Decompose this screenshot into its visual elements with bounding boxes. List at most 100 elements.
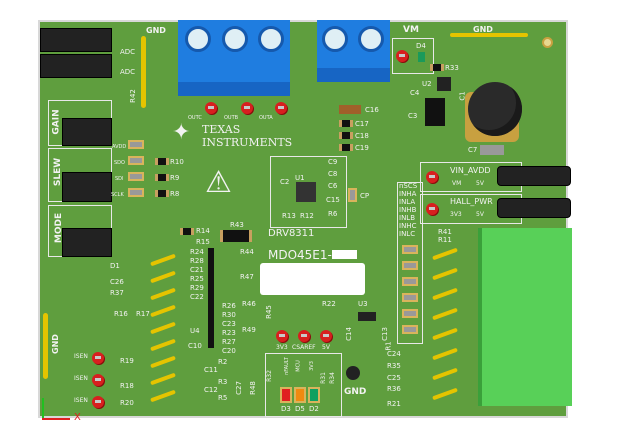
screw-icon: [258, 26, 284, 52]
label-r26: R26: [222, 302, 236, 310]
test-pad[interactable]: [402, 261, 418, 270]
label-c14: C14: [344, 327, 353, 341]
label-c13: C13: [380, 327, 389, 341]
label-gnd-top: GND: [146, 26, 166, 35]
label-r28: R28: [190, 257, 204, 265]
label-r13: R13: [282, 212, 296, 220]
label-sdo: SDO: [114, 160, 125, 166]
label-u2: U2: [422, 80, 432, 88]
test-pad-sdo[interactable]: [128, 156, 144, 165]
label-r46: R46: [242, 300, 256, 308]
label-led-3v3: 3V3: [308, 361, 315, 371]
label-r5: R5: [218, 394, 228, 402]
test-point-csaref[interactable]: [298, 330, 310, 342]
led-d5: [294, 387, 306, 403]
test-pad-sdi[interactable]: [128, 172, 144, 181]
label-c19: C19: [355, 144, 369, 152]
test-pad[interactable]: [402, 293, 418, 302]
gnd-wire-power: [450, 33, 528, 37]
label-r2: R2: [218, 358, 228, 366]
jumper-gain[interactable]: [62, 118, 112, 146]
test-point-vm[interactable]: [396, 50, 408, 62]
test-point-outc[interactable]: [205, 102, 217, 114]
input-inlb: INLB: [399, 214, 416, 222]
resistor-r10: [155, 158, 169, 165]
label-r1: R1: [384, 341, 393, 351]
test-point-isen-2[interactable]: [92, 374, 104, 386]
label-r35: R35: [387, 362, 401, 370]
input-inlc: INLC: [399, 230, 416, 238]
test-point-outa[interactable]: [275, 102, 287, 114]
label-c11: C11: [204, 366, 218, 374]
screw-icon: [358, 26, 384, 52]
vin-avdd-option-b: 5V: [476, 180, 484, 187]
screw-icon: [185, 26, 211, 52]
label-outc: OUTC: [188, 115, 202, 121]
chip-u2: [437, 77, 451, 91]
label-d1: D1: [110, 262, 120, 270]
capacitor-c3: [425, 98, 445, 126]
jumper-hall-pwr[interactable]: [497, 198, 571, 218]
capacitor-c17: [339, 120, 353, 127]
label-c22: C22: [190, 293, 204, 301]
label-sclk: SCLK: [111, 192, 124, 198]
label-adc1: ADC: [120, 68, 136, 76]
jumper-adc1[interactable]: [40, 54, 112, 78]
label-r9: R9: [170, 174, 180, 182]
jumper-slew[interactable]: [62, 172, 112, 202]
label-u3: U3: [358, 300, 368, 308]
jumper-adc0[interactable]: [40, 28, 112, 52]
label-c20: C20: [222, 347, 236, 355]
jumper-vin-avdd[interactable]: [497, 166, 571, 186]
label-r6: R6: [328, 210, 338, 218]
vin-avdd-option-a: VM: [452, 180, 462, 187]
gnd-wire-left: [43, 313, 48, 379]
test-point-isen-3[interactable]: [92, 396, 104, 408]
hall-pwr-option-a: 3V3: [450, 211, 462, 218]
test-point-hall[interactable]: [426, 203, 438, 215]
label-c10: C10: [188, 342, 202, 350]
label-r17: R17: [136, 310, 150, 318]
label-vm: VM: [403, 25, 419, 35]
jumper-mode[interactable]: [62, 228, 112, 257]
test-point-isen-1[interactable]: [92, 352, 104, 364]
test-point-vin[interactable]: [426, 171, 438, 183]
label-c6: C6: [328, 182, 338, 190]
resistor-r14: [180, 228, 194, 235]
label-r16: R16: [114, 310, 128, 318]
test-pad[interactable]: [402, 309, 418, 318]
label-r49: R49: [242, 326, 256, 334]
y-axis-icon: [42, 398, 44, 418]
label-slew: SLEW: [53, 157, 64, 187]
screw-icon: [222, 26, 248, 52]
x-axis-icon: [42, 418, 70, 420]
capacitor-c7: [480, 145, 504, 155]
test-pad-cp[interactable]: [348, 188, 357, 202]
test-pad[interactable]: [402, 277, 418, 286]
test-pad[interactable]: [402, 325, 418, 334]
label-gnd-power: GND: [473, 25, 493, 34]
label-c8: C8: [328, 170, 338, 178]
part-name: DRV8311: [268, 228, 315, 239]
label-r48: R48: [248, 381, 257, 395]
label-r30: R30: [222, 311, 236, 319]
label-r37: R37: [110, 289, 124, 297]
resistor-array: [208, 248, 214, 348]
label-c15: C15: [326, 196, 340, 204]
test-point-3v3[interactable]: [276, 330, 288, 342]
label-c24: C24: [387, 350, 401, 358]
label-r41: R41: [438, 228, 452, 236]
label-isen-1: ISEN: [74, 353, 88, 360]
test-pad[interactable]: [402, 245, 418, 254]
label-c4: C4: [410, 89, 420, 97]
label-r44: R44: [240, 248, 254, 256]
label-u1: U1: [295, 174, 305, 182]
test-point-5v[interactable]: [320, 330, 332, 342]
test-pad-sclk[interactable]: [128, 188, 144, 197]
label-r10: R10: [170, 158, 184, 166]
test-pad-avdd[interactable]: [128, 140, 144, 149]
test-point-outb[interactable]: [241, 102, 253, 114]
test-point-gnd[interactable]: [346, 366, 360, 380]
label-c2: C2: [280, 178, 290, 186]
led-d4: [418, 52, 425, 62]
